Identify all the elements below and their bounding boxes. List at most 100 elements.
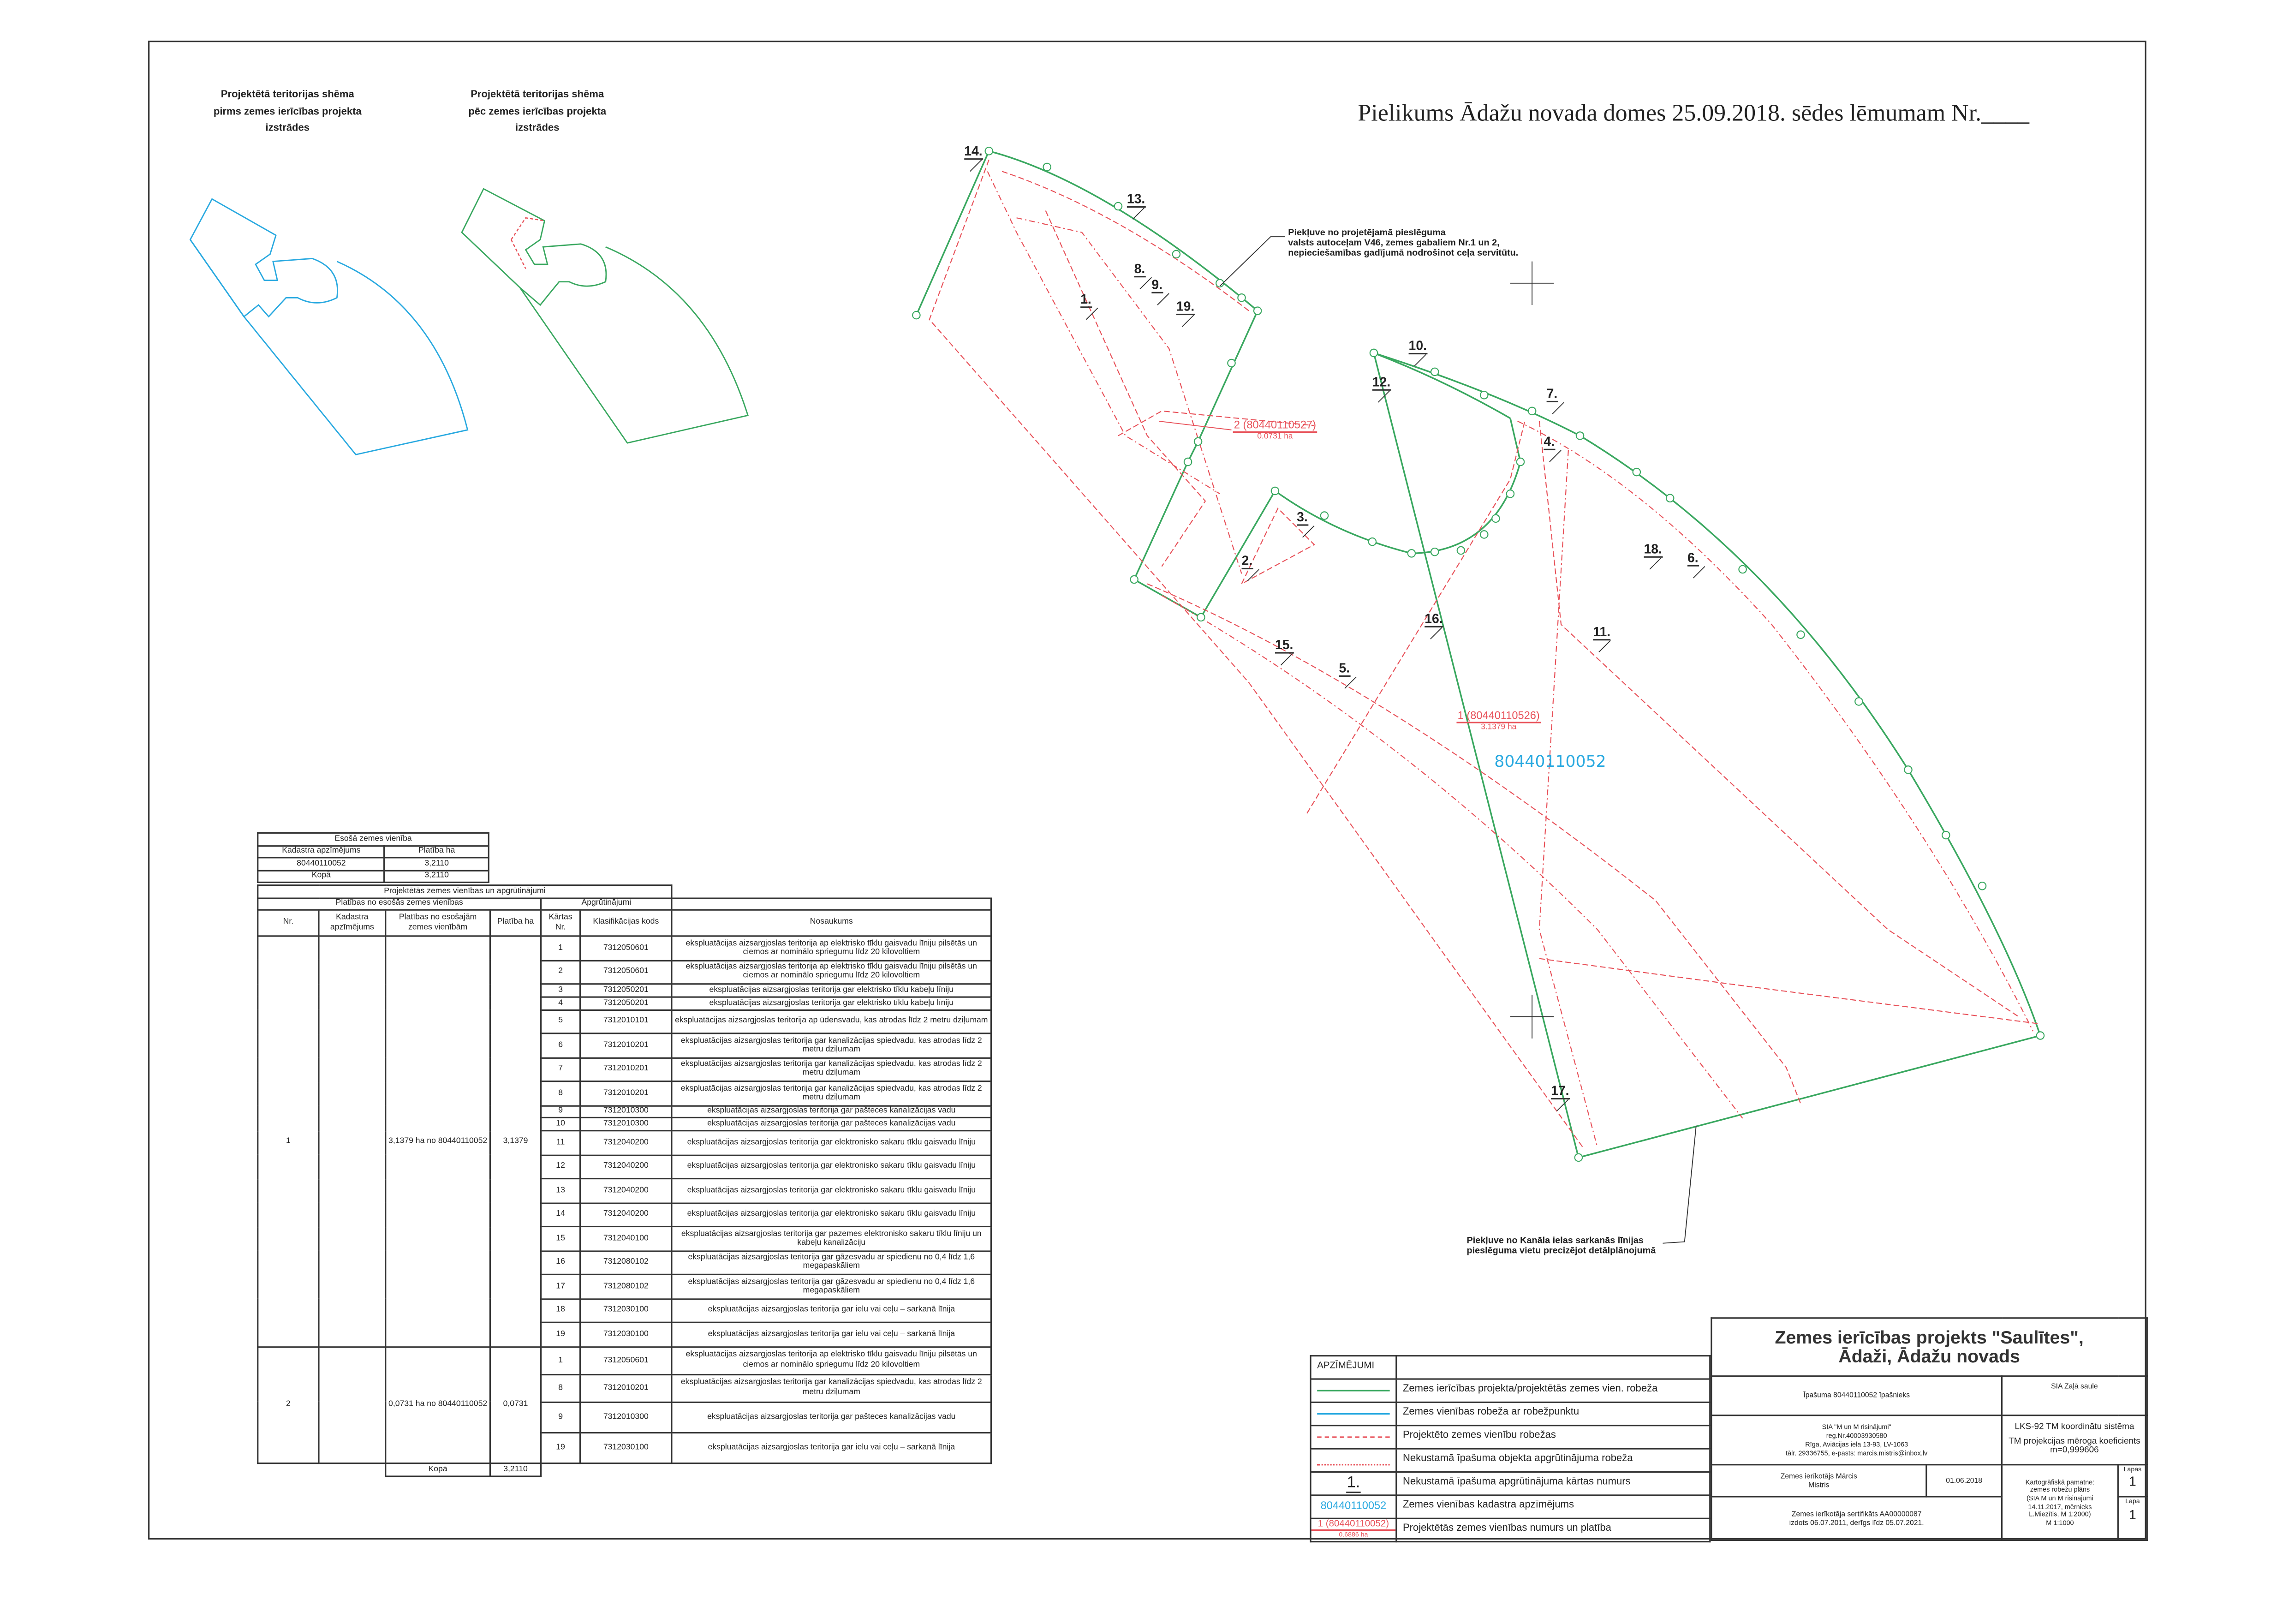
parcel2-area: 0.0731 ha — [1257, 433, 1293, 442]
group-left-header: Platības no esošās zemes vienības — [257, 896, 542, 911]
unit-kadastrs — [318, 1346, 387, 1464]
owner-label: Īpašuma 80440110052 īpašnieks — [1711, 1375, 2003, 1416]
company-line: Rīga, Aviācijas iela 13-93, LV-1063 — [1805, 1440, 1908, 1447]
boundary-point — [1430, 547, 1439, 556]
label-leader — [1430, 627, 1442, 639]
basis-line: 14.11.2017, mērnieks — [2028, 1502, 2092, 1510]
boundary-point — [1854, 697, 1863, 706]
boundary-point — [1216, 279, 1224, 288]
legend-item: Zemes ierīcības projekta/projektētās zem… — [1310, 1378, 1711, 1403]
classification-code: 7312010201 — [579, 1373, 673, 1403]
boundary-point — [1407, 549, 1416, 558]
scale-factor: TM projekcijas mēroga koeficients m=0,99… — [2009, 1437, 2140, 1456]
certificate-line: Zemes ierīkotāja sertifikāts AA00000087 — [1791, 1510, 1922, 1519]
note-bottom-leader — [1663, 1125, 1697, 1244]
classification-code: 7312040200 — [579, 1154, 673, 1180]
easement-name: ekspluatācijas aizsargjoslas teritorija … — [671, 1250, 992, 1276]
easement-number-label: 14. — [964, 144, 983, 160]
col-header: Platības no esošajām zemes vienībām — [385, 909, 491, 937]
classification-code: 7312030100 — [579, 1322, 673, 1348]
existing-title: Esošā zemes vienība — [257, 832, 489, 846]
cadastre-symbol: 80440110052 — [1310, 1494, 1397, 1519]
label-leader — [1414, 354, 1427, 366]
total-label: Kopā — [385, 1462, 491, 1477]
easement-order: 18 — [540, 1298, 581, 1324]
legend-item: Nekustamā īpašuma objekta apgrūtinājuma … — [1310, 1448, 1711, 1473]
col-header: Kadastra apzīmējums — [318, 909, 387, 937]
boundary-point — [1237, 293, 1246, 302]
parcel-boundary — [915, 150, 2042, 1159]
col-header: Klasifikācijas kods — [579, 909, 673, 937]
label-leaders — [970, 159, 1705, 1111]
access-note-top: Piekļuve no projetējamā pieslēguma valst… — [1288, 228, 1519, 259]
easement-order: 10 — [540, 1117, 581, 1132]
easement-name: ekspluatācijas aizsargjoslas teritorija … — [671, 1226, 992, 1252]
note-line: valsts autoceļam V46, zemes gabaliem Nr.… — [1288, 238, 1500, 248]
caption-line: pēc zemes ierīcības projekta — [468, 107, 607, 117]
easement-order: 3 — [540, 983, 581, 998]
note-line: Piekļuve no Kanāla ielas sarkanās līnija… — [1466, 1236, 1644, 1246]
classification-code: 7312010201 — [579, 1033, 673, 1058]
grid-crosshair — [1510, 261, 1554, 1039]
scheme-before-edge — [190, 239, 245, 317]
easement-number-label: 16. — [1425, 612, 1443, 627]
parcel-symbol: 1 (80440110052) — [1311, 1520, 1396, 1531]
legend: APZĪMĒJUMI Zemes ierīcības projekta/proj… — [1310, 1355, 1711, 1543]
easement-order: 1 — [540, 1346, 581, 1375]
group-right-header: Apgrūtinājumi — [540, 896, 673, 911]
note-line: nepieciešamības gadījumā nodrošinot ceļa… — [1288, 248, 1519, 258]
col-header: Kadastra apzīmējums — [257, 844, 386, 859]
company-line: reg.Nr.40003930580 — [1826, 1431, 1887, 1439]
unit-from: 3,1379 ha no 80440110052 — [385, 935, 491, 1348]
boundary-point — [1632, 467, 1641, 477]
easement-name: ekspluatācijas aizsargjoslas teritorija … — [671, 996, 992, 1010]
sheets-label: Lapas — [2123, 1465, 2142, 1473]
red-dashdot-line-icon — [1317, 1464, 1390, 1466]
col-header: Nr. — [257, 909, 320, 937]
boundary-point — [1574, 1153, 1583, 1162]
parcel2-leader — [1158, 420, 1232, 430]
easement-name: ekspluatācijas aizsargjoslas teritorija … — [671, 1057, 992, 1082]
access-note-bottom: Piekļuve no Kanāla ielas sarkanās līnija… — [1466, 1236, 1656, 1257]
boundary-point — [1430, 367, 1439, 376]
boundary-point — [1227, 358, 1236, 368]
legend-item: Zemes vienības robeža ar robežpunktu — [1310, 1401, 1711, 1427]
easement-number-label: 19. — [1176, 300, 1195, 316]
easement-name: ekspluatācijas aizsargjoslas teritorija … — [671, 1274, 992, 1300]
classification-code: 7312080102 — [579, 1274, 673, 1300]
classification-code: 7312010300 — [579, 1401, 673, 1433]
company-line: SIA "M un M risinājumi" — [1822, 1422, 1891, 1430]
legend-label: Zemes ierīcības projekta/projektētās zem… — [1395, 1378, 1711, 1403]
boundary-point — [2036, 1031, 2045, 1040]
label-leader — [970, 159, 982, 172]
easement-order: 19 — [540, 1431, 581, 1464]
easement-number-label: 17. — [1551, 1084, 1569, 1100]
surveyor-line: Mistris — [1808, 1481, 1830, 1490]
easement-order: 17 — [540, 1274, 581, 1300]
boundary-point — [912, 310, 921, 320]
unit-kadastrs — [318, 935, 387, 1348]
label-leader — [1302, 525, 1315, 538]
easement-number-label: 2. — [1241, 554, 1253, 570]
easement-order: 2 — [540, 959, 581, 985]
easement-number-label: 1. — [1080, 293, 1091, 308]
easement-order: 14 — [540, 1202, 581, 1228]
classification-code: 7312040200 — [579, 1202, 673, 1228]
label-leader — [1181, 315, 1194, 327]
classification-code: 7312010300 — [579, 1117, 673, 1132]
legend-label: Zemes vienības kadastra apzīmējums — [1395, 1494, 1711, 1519]
legend-label: Nekustamā īpašuma objekta apgrūtinājuma … — [1395, 1448, 1711, 1473]
boundary-point — [1491, 514, 1500, 523]
classification-code: 7312050601 — [579, 1346, 673, 1375]
